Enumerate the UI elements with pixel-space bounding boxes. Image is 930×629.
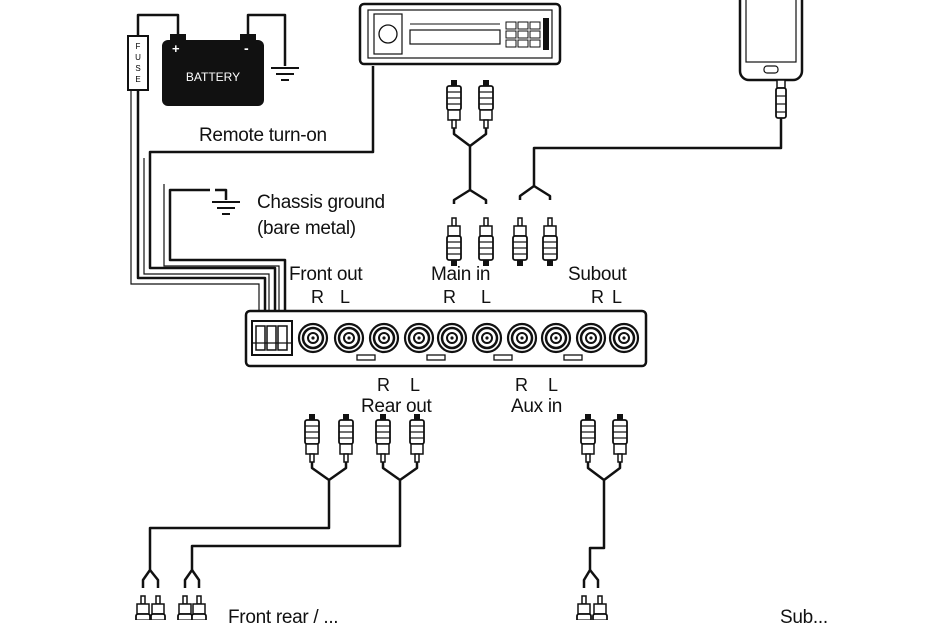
phone-icon [738, 0, 804, 82]
fuse-icon: F U S E [127, 35, 149, 91]
sub-out-l: L [612, 287, 622, 307]
aux-in-r: R [515, 375, 528, 395]
jack-sub-r[interactable] [575, 322, 607, 354]
sub-out-label: Subout [568, 264, 627, 285]
bare-metal-label: (bare metal) [257, 218, 356, 239]
power-terminal-block [251, 320, 293, 356]
jack-sub-l[interactable] [608, 322, 640, 354]
power-wires [136, 13, 375, 325]
aux-in-label: Aux in [511, 396, 563, 417]
remote-turn-on-label: Remote turn-on [199, 125, 327, 146]
sub-out-plugs [512, 217, 558, 267]
jack-rear-l[interactable] [403, 322, 435, 354]
main-in-r: R [443, 287, 456, 307]
rear-out-l: L [410, 375, 420, 395]
main-in-l: L [481, 287, 491, 307]
svg-text:E: E [135, 75, 140, 84]
sub-out-r: R [591, 287, 604, 307]
rear-out-cables [135, 413, 425, 620]
bottom-right-label: Sub... [780, 607, 828, 628]
rear-out-label: Rear out [361, 396, 432, 417]
jack-aux-l[interactable] [540, 322, 572, 354]
jack-main-r[interactable] [436, 322, 468, 354]
battery-label: BATTERY [186, 70, 240, 84]
main-in-y-cable [446, 79, 494, 267]
jack-main-l[interactable] [471, 322, 503, 354]
jack-aux-r[interactable] [506, 322, 538, 354]
main-in-label: Main in [431, 264, 491, 285]
jack-front-r[interactable] [297, 322, 329, 354]
chassis-ground-label: Chassis ground [257, 192, 385, 213]
rear-out-r: R [377, 375, 390, 395]
front-out-l: L [340, 287, 350, 307]
front-out-r: R [311, 287, 324, 307]
aux-in-l: L [548, 375, 558, 395]
jack-front-l[interactable] [333, 322, 365, 354]
battery-minus: - [244, 40, 249, 56]
processor-unit [244, 309, 648, 368]
chassis-ground-icon [211, 201, 241, 215]
front-out-label: Front out [289, 264, 363, 285]
svg-text:S: S [135, 64, 140, 73]
aux-in-cable [576, 413, 628, 620]
bottom-left-label: Front rear / ... [228, 607, 339, 628]
svg-text:U: U [135, 53, 141, 62]
battery-plus: + [172, 41, 180, 56]
head-unit-icon [358, 2, 562, 66]
phone-cable [518, 79, 787, 200]
jack-rear-r[interactable] [368, 322, 400, 354]
fuse-label-f: F [136, 42, 141, 51]
battery-icon: + - BATTERY [162, 34, 264, 106]
battery-ground-icon [270, 67, 300, 81]
